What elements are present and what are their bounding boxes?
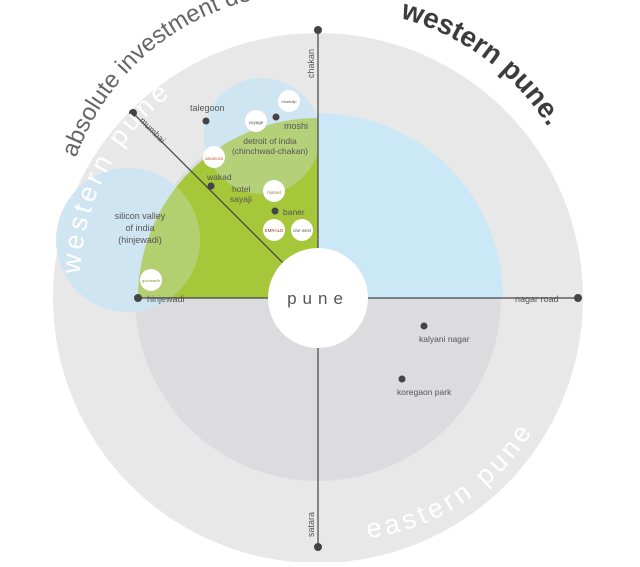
silicon-label-1: silicon valley	[115, 211, 166, 221]
talegoon-label: talegoon	[190, 103, 225, 113]
bluetulip-logo-text: bluetulip	[282, 99, 298, 104]
bluetulip-logo: bluetulip	[278, 90, 300, 112]
goodearth-logo: goodearth	[140, 269, 162, 291]
amanora-logo: amanora	[203, 146, 225, 168]
hotel-label-1: hotel	[232, 184, 251, 194]
talegoon-dot	[202, 117, 210, 125]
nagar-road-dot	[574, 294, 582, 302]
pune-center	[268, 248, 368, 348]
silicon-label-3: (hinjewadi)	[118, 235, 162, 245]
emrald-logo-text: EMRALD	[265, 228, 285, 233]
detroit-label-2: (chinchwad-chakan)	[232, 146, 308, 156]
wakad-label: wakad	[206, 172, 232, 182]
marvel-logo: marvel	[263, 180, 285, 202]
marvel-logo-text: marvel	[267, 190, 281, 195]
baner-dot	[271, 207, 279, 215]
nagar-road-label: nagar road	[515, 294, 559, 304]
hinjewadi-dot	[134, 294, 142, 302]
mumbai-dot	[129, 109, 137, 117]
koregaon-dot	[398, 375, 406, 383]
kalyani-label: kalyani nagar	[419, 334, 470, 344]
hotel-label-2: sayaji	[230, 194, 252, 204]
satara-dot	[314, 543, 322, 551]
wakad-dot	[207, 182, 215, 190]
amanora-logo-text: amanora	[205, 156, 223, 161]
baner-label: baner	[283, 207, 305, 217]
silicon-label-2: of india	[125, 223, 154, 233]
voyage-logo-text: voyage	[249, 120, 264, 125]
chakan-label: chakan	[306, 49, 316, 78]
emrald-logo: EMRALD	[263, 219, 285, 241]
satara-label: satara	[306, 512, 316, 537]
hinjewadi-label: hinjewadi	[147, 294, 185, 304]
moshi-dot	[272, 113, 280, 121]
pune-label: pune	[287, 289, 349, 308]
onewest-logo: one west	[291, 219, 313, 241]
goodearth-logo-text: goodearth	[142, 278, 160, 283]
chakan-dot	[314, 26, 322, 34]
voyage-logo: voyage	[245, 110, 267, 132]
moshi-label: moshi	[284, 121, 308, 131]
onewest-logo-text: one west	[293, 228, 312, 233]
koregaon-label: koregaon park	[397, 387, 452, 397]
east-quadrant	[318, 113, 503, 298]
detroit-label-1: detroit of india	[243, 136, 297, 146]
kalyani-dot	[420, 322, 428, 330]
